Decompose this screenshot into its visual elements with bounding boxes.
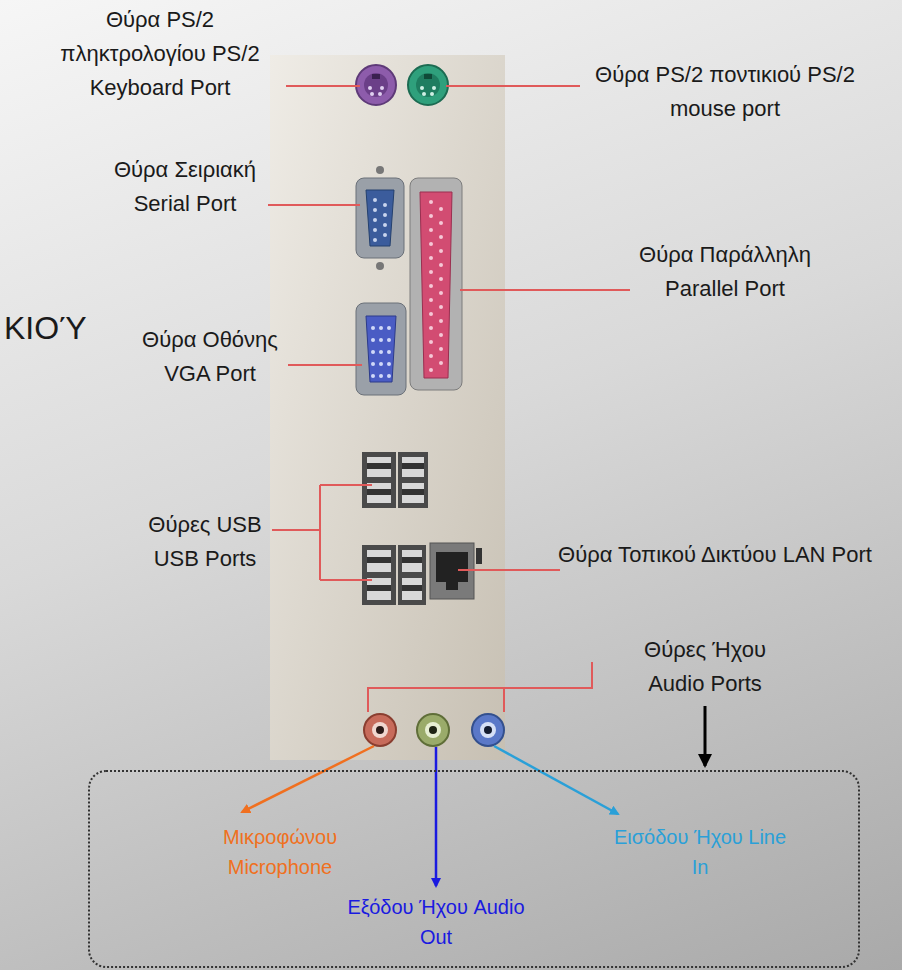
- stray-text: ΚΙΟΎ: [4, 308, 87, 348]
- jack-label: Εισόδου Ήχου Line In: [612, 822, 788, 882]
- audio-labels-box: Μικροφώνου MicrophoneΕξόδου Ήχου Audio O…: [88, 770, 860, 968]
- serial-port: [356, 166, 404, 270]
- port-label: Θύρες Ήχου Audio Ports: [630, 633, 780, 701]
- jack-label: Μικροφώνου Microphone: [205, 822, 355, 882]
- io-shield: [270, 55, 505, 760]
- port-label: Θύρα Σειριακή Serial Port: [95, 153, 275, 221]
- port-label: Θύρες USB USB Ports: [135, 508, 275, 576]
- usb-ports: [362, 452, 428, 605]
- port-label: Θύρα Παράλληλη Parallel Port: [620, 238, 830, 306]
- ps2-keyboard-port: [356, 65, 396, 105]
- leader-lines: [268, 86, 630, 712]
- parallel-port: [410, 178, 462, 390]
- port-label: Θύρα Τοπικού Δικτύου LAN Port: [555, 538, 875, 572]
- vga-port: [356, 303, 406, 395]
- port-label: Θύρα PS/2 ποντικιού PS/2 mouse port: [565, 58, 885, 126]
- port-label: Θύρα Οθόνης VGA Port: [130, 323, 290, 391]
- port-label: Θύρα PS/2 πληκτρολογίου PS/2 Keyboard Po…: [40, 3, 280, 105]
- ps2-mouse-port: [408, 65, 448, 105]
- jack-label: Εξόδου Ήχου Audio Out: [336, 892, 536, 952]
- audio-jacks: [364, 714, 504, 746]
